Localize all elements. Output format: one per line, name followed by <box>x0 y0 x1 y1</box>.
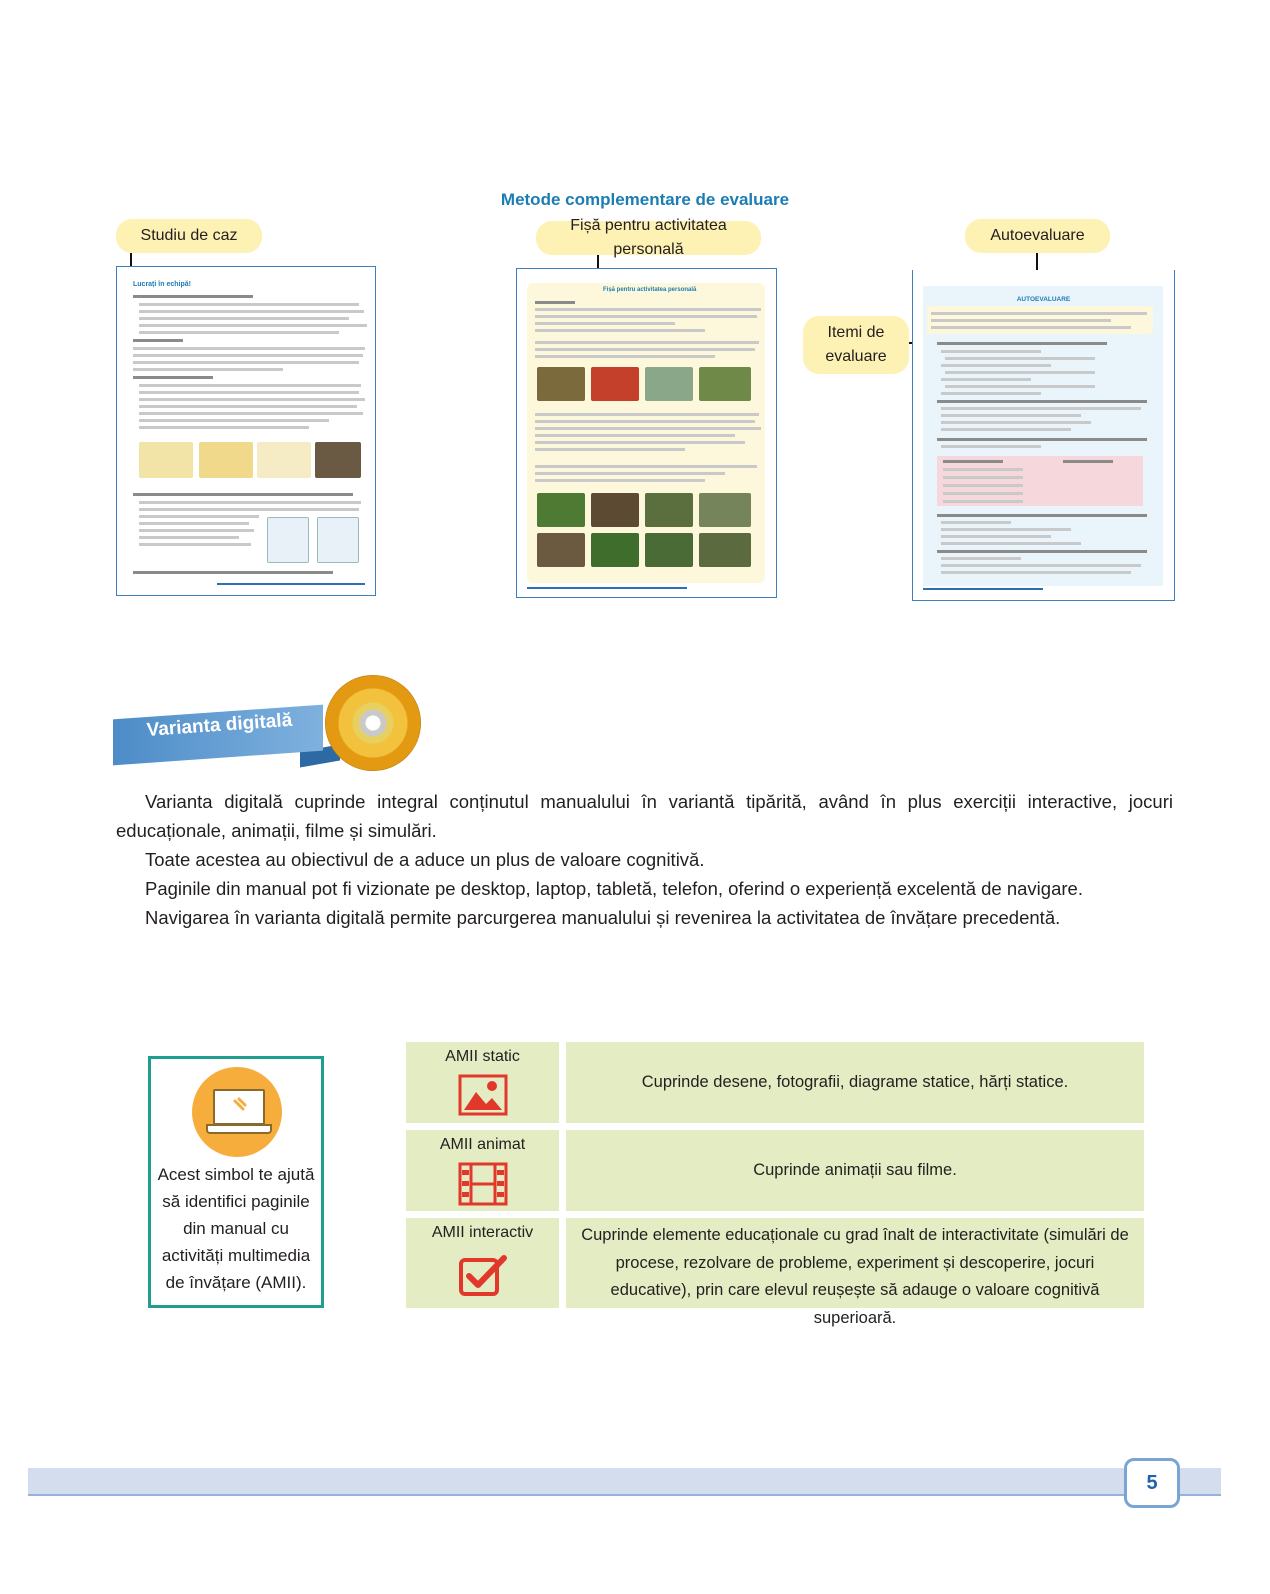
eval-items-line1: Itemi de <box>827 324 885 341</box>
case-study-thumbnail: Lucrați în echipă! <box>116 266 376 596</box>
paragraph: Varianta digitală cuprinde integral conț… <box>116 791 1173 841</box>
digital-description: Varianta digitală cuprinde integral conț… <box>116 787 1173 932</box>
film-icon <box>458 1162 508 1206</box>
section-title: Metode complementare de evaluare <box>500 190 790 209</box>
amii-type-cell: AMII static <box>406 1042 559 1123</box>
personal-sheet-callout: Fișă pentru activitatea personală <box>536 217 761 258</box>
case-study-callout: Studiu de caz <box>116 219 262 253</box>
self-eval-thumbnail: AUTOEVALUARE <box>912 270 1175 601</box>
amii-description: Cuprinde animații sau filme. <box>753 1161 957 1179</box>
footer-line <box>28 1494 1221 1496</box>
amii-table: AMII static Cuprinde desene, fotografii,… <box>406 1042 1144 1327</box>
amii-description: Cuprinde elemente educaționale cu grad î… <box>581 1226 1129 1327</box>
footer-bar <box>28 1468 1221 1494</box>
paragraph: Paginile din manual pot fi vizionate pe … <box>145 878 1083 899</box>
amii-description: Cuprinde desene, fotografii, diagrame st… <box>641 1073 1069 1091</box>
thumbnail-heading: Fișă pentru activitatea personală <box>603 287 697 293</box>
paragraph: Toate acestea au obiectivul de a aduce u… <box>145 849 705 870</box>
symbol-description: Acest simbol te ajută să identifici pagi… <box>157 1165 315 1292</box>
amii-label: AMII interactiv <box>431 1224 534 1241</box>
amii-description-cell: Cuprinde elemente educaționale cu grad î… <box>566 1218 1144 1327</box>
amii-description-cell: Cuprinde animații sau filme. <box>566 1130 1144 1211</box>
checkbox-icon <box>459 1255 507 1296</box>
laptop-icon <box>192 1067 282 1157</box>
amii-type-cell: AMII interactiv <box>406 1218 559 1308</box>
eval-items-line2: evaluare <box>825 348 887 365</box>
image-icon <box>458 1074 508 1116</box>
self-eval-callout: Autoevaluare <box>965 219 1110 253</box>
thumbnail-heading: Lucrați în echipă! <box>133 281 191 288</box>
amii-symbol-box: Acest simbol te ajută să identifici pagi… <box>148 1056 324 1308</box>
amii-type-cell: AMII animat <box>406 1130 559 1211</box>
amii-label: AMII static <box>445 1048 520 1065</box>
cd-disc-icon <box>325 675 421 771</box>
amii-description-cell: Cuprinde desene, fotografii, diagrame st… <box>566 1042 1144 1123</box>
personal-sheet-thumbnail: Fișă pentru activitatea personală <box>516 268 777 598</box>
amii-label: AMII animat <box>439 1136 526 1153</box>
eval-items-callout: Itemi de evaluare <box>803 316 909 374</box>
thumbnail-heading: AUTOEVALUARE <box>1016 296 1071 303</box>
page-number: 5 <box>1124 1458 1180 1508</box>
paragraph: Navigarea în varianta digitală permite p… <box>145 907 1061 928</box>
